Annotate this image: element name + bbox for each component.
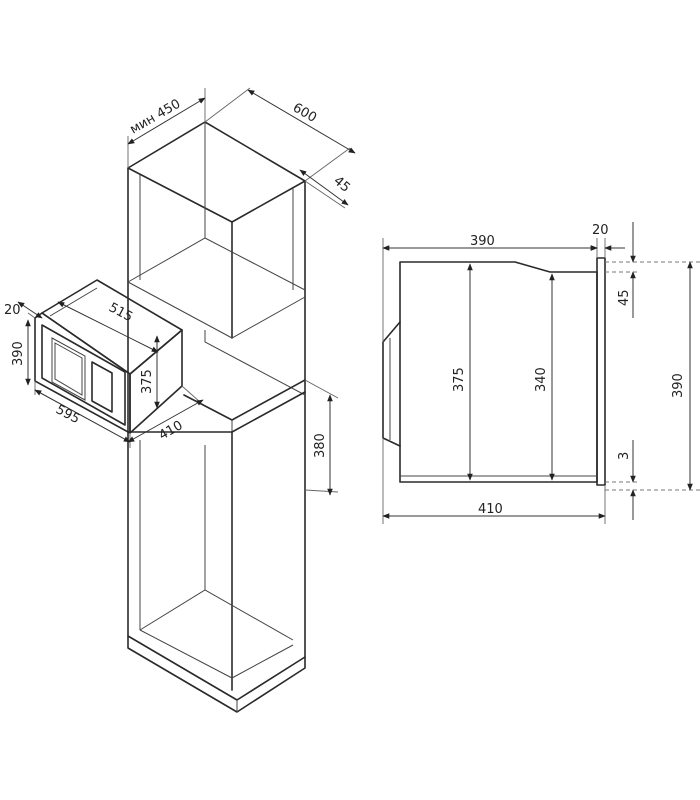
dim-front-width-iso-label: 595 [53, 402, 82, 427]
tall-cabinet [127, 121, 306, 713]
dim-frame-bottom: 3 [617, 440, 636, 520]
dim-min-depth: мин 450 [127, 88, 206, 168]
dim-top-offset-label: 45 [330, 174, 352, 196]
dim-body-height-iso: 375 [140, 335, 160, 409]
dim-frame-thickness: 20 [580, 223, 625, 258]
dim-total-height: 390 [671, 261, 693, 491]
dim-body-depth-top: 390 [382, 234, 598, 342]
dim-inner-height-side-label: 340 [534, 367, 549, 392]
dim-frame-thickness-label: 20 [592, 223, 609, 238]
dim-total-height-label: 390 [671, 373, 686, 398]
dim-body-height-iso-label: 375 [140, 369, 155, 394]
dim-body-height-side-label: 375 [452, 367, 467, 392]
dim-appliance-height-iso: 390 [11, 319, 31, 386]
dim-frame-top: 45 [617, 222, 636, 318]
microwave-side-view [382, 257, 606, 486]
dim-top-offset: 45 [299, 169, 353, 209]
dim-frame-depth-iso: 20 [4, 301, 43, 319]
dim-opening-height: 380 [304, 379, 339, 496]
dim-appliance-height-iso-label: 390 [11, 341, 26, 366]
dim-min-depth-label: мин 450 [128, 97, 184, 138]
dim-inner-width-iso-label: 515 [106, 300, 135, 325]
dim-total-depth: 410 [382, 438, 606, 524]
dim-inner-width-iso: 515 [57, 300, 159, 353]
dim-cabinet-width-label: 600 [290, 100, 319, 125]
dim-frame-depth-iso-label: 20 [4, 303, 21, 318]
dim-total-depth-label: 410 [478, 502, 503, 517]
dim-frame-top-label: 45 [617, 289, 632, 306]
dim-body-depth-iso-label: 410 [157, 418, 186, 443]
dim-frame-bottom-label: 3 [617, 452, 632, 460]
dim-body-depth-iso: 410 [127, 385, 204, 448]
dim-body-height-side: 375 [452, 263, 473, 481]
dim-inner-height-side: 340 [534, 273, 555, 481]
dim-body-depth-top-label: 390 [470, 234, 495, 249]
dim-opening-height-label: 380 [313, 433, 328, 458]
